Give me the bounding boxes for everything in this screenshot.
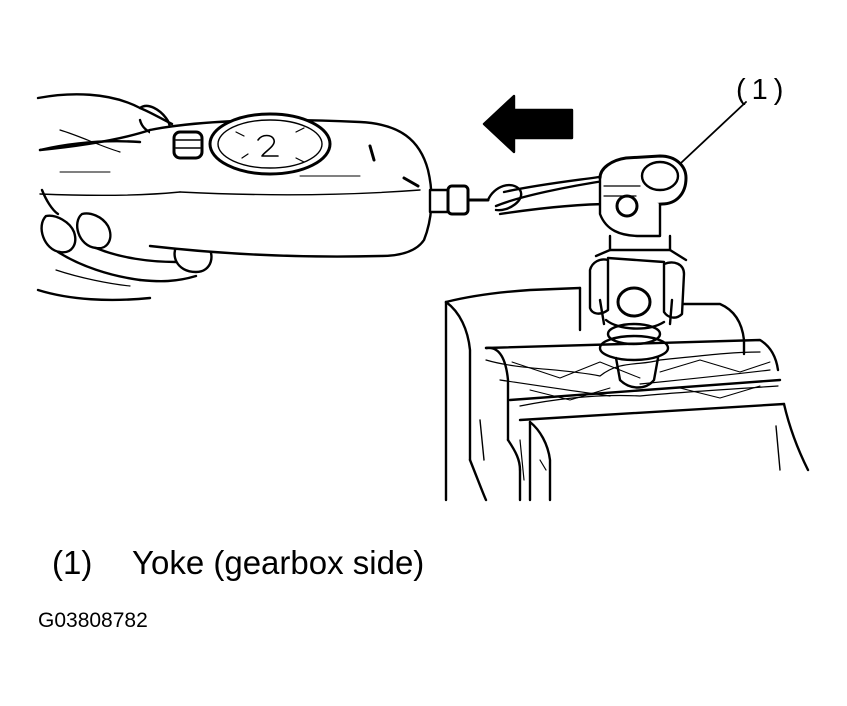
yoke-icon: [588, 154, 688, 389]
legend-number: (1): [52, 544, 93, 581]
legend: (1) Yoke (gearbox side): [52, 544, 424, 582]
spring-scale-icon: [38, 112, 614, 258]
figure-id: G03808782: [38, 609, 148, 632]
legend-text: Yoke (gearbox side): [132, 544, 425, 581]
yoke-preload-measurement-illustration: [36, 93, 810, 502]
vise-icon: [444, 286, 810, 502]
pull-direction-arrow-icon: [482, 94, 574, 154]
callout-label: (1): [736, 74, 790, 106]
